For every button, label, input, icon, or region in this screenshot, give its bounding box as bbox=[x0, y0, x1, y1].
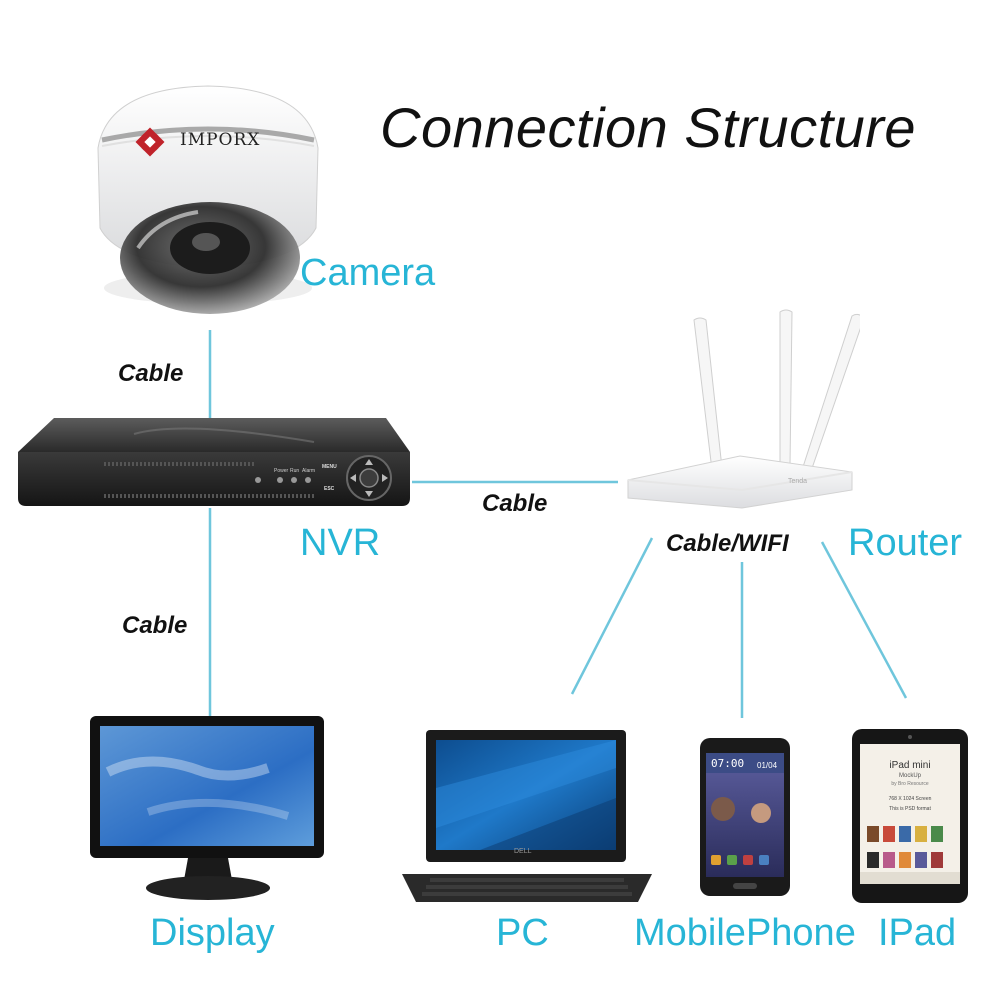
wifi-router-icon bbox=[627, 309, 865, 509]
display-device bbox=[88, 712, 328, 912]
ipad-screen-title: iPad mini bbox=[889, 760, 931, 771]
ipad-screen-spec: 768 X 1024 Screen bbox=[888, 796, 932, 802]
smartphone-icon bbox=[700, 738, 790, 896]
nvr-recorder-icon bbox=[18, 418, 410, 506]
conn-label-router-clients: Cable/WIFI bbox=[666, 530, 789, 557]
laptop-icon bbox=[402, 730, 652, 902]
pc-device: DELL bbox=[400, 728, 655, 908]
tablet-icon bbox=[852, 729, 968, 903]
diagram-title: Connection Structure bbox=[380, 96, 917, 159]
nvr-run-label: Run bbox=[290, 468, 300, 474]
label-display: Display bbox=[150, 912, 275, 954]
nvr-device: Power Run Alarm MENU ESC bbox=[14, 412, 414, 517]
phone-clock-time: 07:00 bbox=[711, 757, 745, 770]
ipad-screen-subtitle: MockUp bbox=[898, 773, 921, 779]
label-router: Router bbox=[848, 522, 963, 564]
label-camera: Camera bbox=[300, 252, 436, 294]
dome-camera-icon bbox=[97, 85, 319, 314]
phone-device: 07:00 01/04 bbox=[699, 737, 791, 897]
ipad-device: iPad mini MockUp by Bro Resource 768 X 1… bbox=[851, 728, 969, 904]
conn-label-camera-nvr: Cable bbox=[118, 360, 184, 387]
monitor-icon bbox=[90, 716, 324, 900]
nvr-menu-label: MENU bbox=[322, 464, 337, 470]
label-mobile-phone: MobilePhone bbox=[634, 912, 856, 954]
camera-brand-logo: IMPORX bbox=[180, 130, 261, 150]
line-router-pc bbox=[570, 537, 654, 695]
label-pc: PC bbox=[496, 912, 549, 954]
ipad-screen-credit: by Bro Resource bbox=[891, 781, 929, 787]
conn-label-nvr-display: Cable bbox=[122, 612, 188, 639]
phone-clock-date: 01/04 bbox=[757, 761, 778, 770]
line-router-ipad bbox=[820, 541, 908, 699]
router-brand-logo: Tenda bbox=[788, 478, 808, 485]
nvr-esc-label: ESC bbox=[324, 486, 335, 492]
laptop-brand-logo: DELL bbox=[514, 848, 532, 855]
nvr-power-label: Power bbox=[274, 468, 289, 474]
camera-device: IMPORX bbox=[88, 78, 328, 318]
ipad-screen-hint: This is PSD format bbox=[889, 806, 931, 812]
nvr-alarm-label: Alarm bbox=[302, 468, 316, 474]
label-nvr: NVR bbox=[300, 522, 381, 564]
label-ipad: IPad bbox=[878, 912, 957, 954]
conn-label-nvr-router: Cable bbox=[482, 490, 548, 517]
router-device: Tenda bbox=[620, 308, 865, 523]
